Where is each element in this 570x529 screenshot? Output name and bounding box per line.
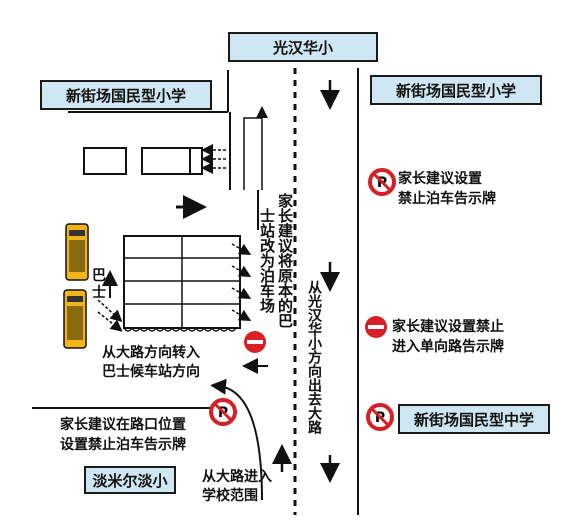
note-corner-2: 设置禁止泊车告示牌: [60, 437, 186, 453]
note-bus-turn-1: 从大路方向转入: [102, 345, 200, 361]
arrow-icon: [231, 243, 252, 255]
bus-icon: [63, 289, 87, 349]
note-enter-2: 学校范围: [202, 488, 258, 504]
building-box: [83, 147, 127, 175]
note-no-parking-right-2: 禁止泊车告示牌: [398, 191, 496, 207]
label-guanghan-school: 光汉华小: [228, 32, 378, 62]
bus-icon: [65, 223, 89, 281]
note-bus-stop-parking-text: 家长建议将原本的巴士站改为泊车场: [258, 192, 294, 328]
note-exit-road: 从光汉华小方向出去大路: [305, 280, 325, 470]
note-corner-1: 家长建议在路口位置: [60, 417, 186, 433]
arrow-icon: [97, 311, 123, 332]
note-no-entry-right-1: 家长建议设置禁止: [392, 319, 504, 335]
hedge-line: [123, 326, 237, 332]
no-parking-sign-icon: P: [366, 403, 394, 431]
label-sjc-primary-left: 新街场国民型小学: [40, 80, 212, 110]
arrow-icon: [231, 287, 252, 299]
note-bus-stop-parking: 家长建议将原本的巴士站改为泊车场: [258, 190, 294, 330]
no-entry-sign-icon: [365, 316, 387, 338]
turn-arrow-icon: [210, 378, 263, 501]
no-parking-sign-icon: P: [209, 398, 237, 426]
label-tamil-school: 淡米尔淡小: [84, 466, 176, 494]
note-no-parking-right-1: 家长建议设置: [398, 171, 482, 187]
note-no-entry-right-2: 进入单向路告示牌: [392, 339, 504, 355]
note-exit-road-text: 从光汉华小方向出去大路: [306, 280, 322, 434]
note-enter-1: 从大路进入: [202, 469, 272, 485]
arrow-icon: [231, 309, 252, 321]
note-bus: 巴士: [92, 268, 106, 301]
label-sjc-secondary: 新街场国民型中学: [398, 404, 550, 434]
no-entry-sign-icon: [244, 331, 266, 353]
no-parking-sign-icon: P: [368, 168, 396, 196]
label-sjc-primary-right: 新街场国民型小学: [370, 75, 542, 105]
arrow-icon: [231, 265, 252, 277]
route-line: [243, 117, 262, 190]
note-bus-turn-2: 巴士候车站方向: [102, 364, 200, 380]
building-box: [189, 147, 203, 175]
arrow-icon: [97, 299, 123, 323]
building-box: [141, 147, 191, 175]
